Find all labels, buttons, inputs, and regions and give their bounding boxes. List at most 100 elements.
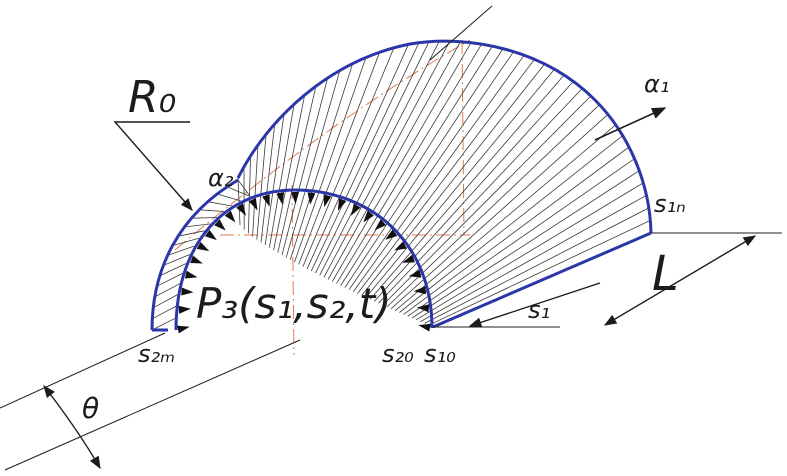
s1n-label: s₁ₙ [654,190,686,218]
l-dimension-line [603,235,757,326]
load-arrow [418,323,431,332]
hatch-line [319,41,440,276]
load-arrow [262,194,270,207]
hatch-line [340,45,493,286]
hatch-line [365,69,555,298]
s10-label: s₁₀ [424,340,456,368]
r0-leader [113,121,193,211]
load-arrow [214,219,226,231]
hatch-line [151,317,177,331]
hatch-line [374,81,574,302]
hatch-line [390,114,609,310]
hatch-line [163,254,190,266]
load-arrow [181,287,194,296]
hatch-line [382,95,592,306]
hatch-line [207,201,233,207]
load-arrow [394,241,407,251]
hatch-line [361,63,545,296]
hatch-line [407,158,635,317]
hatch-line [191,217,218,219]
load-arrow [307,192,316,205]
load-arrow [363,210,374,223]
hatch-line [226,186,250,197]
generatrix-line [429,5,493,61]
s1-label: s₁ [528,296,550,324]
hatch-line [237,179,251,197]
hatch-line [315,41,430,274]
load-arrow [177,325,190,334]
hatch-line [420,194,647,322]
hatch-line [336,43,483,284]
load-arrow [224,210,236,223]
hatch-line [306,44,409,269]
theta-label: θ [82,392,99,425]
hatch-line [302,47,395,267]
outer-shell-arc [236,39,653,234]
hatch-line [237,177,241,226]
hatch-line [199,209,225,212]
hatch-line [403,146,630,315]
hatch-line [178,230,205,237]
hatch-line [344,48,504,288]
hatch-line [252,144,259,237]
hatch-line [394,124,616,312]
load-arrow [413,286,426,295]
hatch-line [285,70,341,258]
hatch-line [156,272,184,287]
load-arrows [177,191,431,334]
hatch-line [327,41,461,280]
hatch-line [152,305,178,320]
load-arrow [236,203,246,216]
hatch-line [399,135,623,313]
r0-label: R₀ [128,72,176,123]
hatch-line [248,155,251,234]
hatch-line [348,51,514,290]
hatch-line [411,170,640,319]
hatch-line [269,104,295,248]
alpha1-label: α₁ [644,70,669,98]
alpha2-label: α₂ [208,164,234,192]
hatch-line [260,123,276,243]
hatch-line [184,223,211,228]
load-arrow [374,219,387,231]
hatch-line [357,59,535,294]
load-arrow [402,254,415,263]
hatch-line [323,41,451,278]
hatch-line [281,78,328,256]
load-arrow [204,229,217,241]
hatch-line [298,52,380,265]
hatch-line [172,237,200,246]
s2m-label: s₂ₘ [138,340,175,368]
hatch-line [154,282,181,298]
hatch-line [167,245,195,256]
load-arrow [291,191,300,204]
hatch-line [369,74,565,300]
hatch-line [256,134,267,240]
load-arrow [351,203,361,216]
hatch-line [277,86,317,253]
hatch-line [352,55,525,292]
load-arrow [385,229,398,240]
hatch-line [294,57,367,263]
load-arrow [184,270,198,279]
load-arrow [190,255,203,264]
l-label: L [652,246,679,302]
hatch-line [273,94,306,251]
hatch-line [153,293,179,309]
s1-arrow [468,282,601,328]
load-arrow [337,198,347,211]
p3-label: P₃(s₁,s₂,t) [196,279,392,328]
alpha1-axis [594,107,667,141]
near-outer-arc [150,178,239,331]
hatch-line [289,63,353,260]
hatch-line [331,42,472,282]
load-arrow [323,194,332,208]
theta-arc [43,385,101,470]
load-arrow [196,241,210,252]
load-arrow [408,269,422,278]
theta-ray-upper [0,332,166,409]
hatch-line [378,88,583,304]
s20-label: s₂₀ [382,340,414,368]
